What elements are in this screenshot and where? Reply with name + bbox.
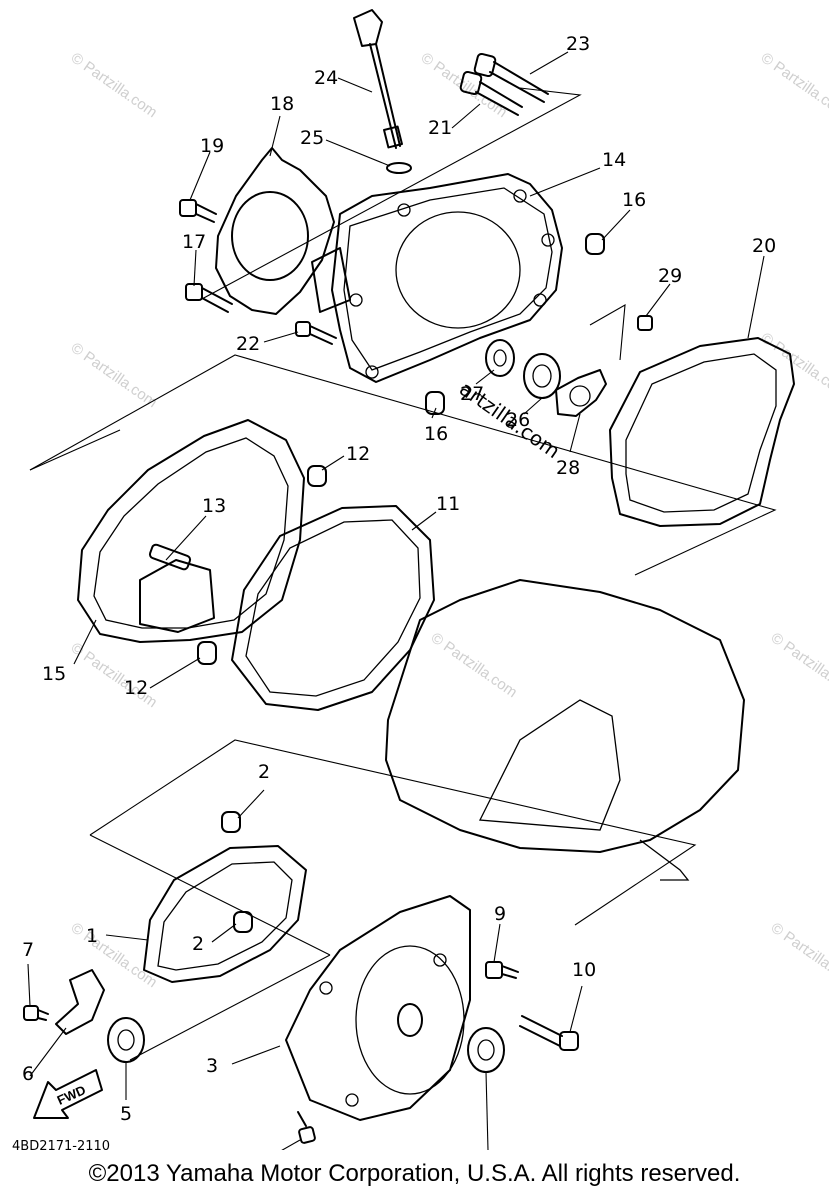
part-seals-and-bearing (485, 315, 653, 417)
watermark: © Partzilla.com (68, 339, 161, 411)
callout-16-lower: 16 (424, 423, 448, 445)
callout-25: 25 (300, 127, 324, 149)
leader-lines (27, 51, 765, 1150)
watermark: © Partzilla.com (418, 49, 511, 121)
callout-26: 26 (506, 409, 530, 431)
part-cover-gasket (609, 337, 795, 527)
callout-17: 17 (182, 231, 206, 253)
part-lower-small-parts (23, 961, 579, 1144)
callout-15: 15 (42, 663, 66, 685)
callout-11: 11 (436, 493, 460, 515)
callout-3: 3 (206, 1055, 218, 1077)
watermark: © Partzilla.com (758, 49, 829, 121)
callout-13: 13 (202, 495, 226, 517)
callout-27: 27 (460, 383, 484, 405)
watermark: © Partzilla.com (768, 629, 829, 701)
callout-1: 1 (86, 925, 98, 947)
part-generator-cover (285, 895, 471, 1121)
callout-labels: 1 2 2 3 4 5 6 7 8 9 10 11 12 12 13 14 15… (22, 33, 776, 1125)
part-dowels (425, 233, 605, 415)
callout-16-upper: 16 (622, 189, 646, 211)
callout-9: 9 (494, 903, 506, 925)
part-dipstick (353, 9, 412, 174)
callout-24: 24 (314, 67, 338, 89)
watermark: © Partzilla.com (68, 49, 161, 121)
callout-7: 7 (22, 939, 34, 961)
callout-10: 10 (572, 959, 596, 981)
callout-14: 14 (602, 149, 626, 171)
fwd-arrow-icon: FWD (33, 1069, 103, 1119)
callout-28: 28 (556, 457, 580, 479)
callout-20: 20 (752, 235, 776, 257)
part-dowels-lower (197, 465, 327, 665)
callout-2: 2 (258, 761, 270, 783)
part-cover-plate (215, 147, 335, 315)
part-lower-gasket (143, 811, 307, 983)
callout-22: 22 (236, 333, 260, 355)
callout-6: 6 (22, 1063, 34, 1085)
callout-23: 23 (566, 33, 590, 55)
callout-12-lower: 12 (124, 677, 148, 699)
callout-12-upper: 12 (346, 443, 370, 465)
part-clutch-cover (311, 173, 563, 383)
fwd-label: FWD (55, 1082, 88, 1108)
callout-2-inner: 2 (192, 933, 204, 955)
watermark: © Partzilla.com (428, 629, 521, 701)
callout-18: 18 (270, 93, 294, 115)
watermark: © Partzilla.com (768, 919, 829, 991)
center-watermark: artzilla.com (455, 376, 564, 463)
watermark: © Partzilla.com (758, 329, 829, 401)
callout-5: 5 (120, 1103, 132, 1125)
callout-29: 29 (658, 265, 682, 287)
part-crankcase-gasket (231, 505, 435, 711)
watermark-group: © Partzilla.com © Partzilla.com © Partzi… (68, 49, 829, 991)
part-long-bolts (459, 52, 549, 116)
assembly-planes (29, 87, 777, 1061)
callout-19: 19 (200, 135, 224, 157)
crankcase-cover-exploded-diagram: © Partzilla.com © Partzilla.com © Partzi… (12, 9, 829, 1150)
copyright-notice: ©2013 Yamaha Motor Corporation, U.S.A. A… (88, 1160, 741, 1187)
callout-21: 21 (428, 117, 452, 139)
part-engine-case (385, 579, 745, 881)
figure-code: 4BD2171-2110 (12, 1139, 110, 1150)
watermark: © Partzilla.com (68, 639, 161, 711)
part-crankcase-cover (77, 419, 305, 643)
